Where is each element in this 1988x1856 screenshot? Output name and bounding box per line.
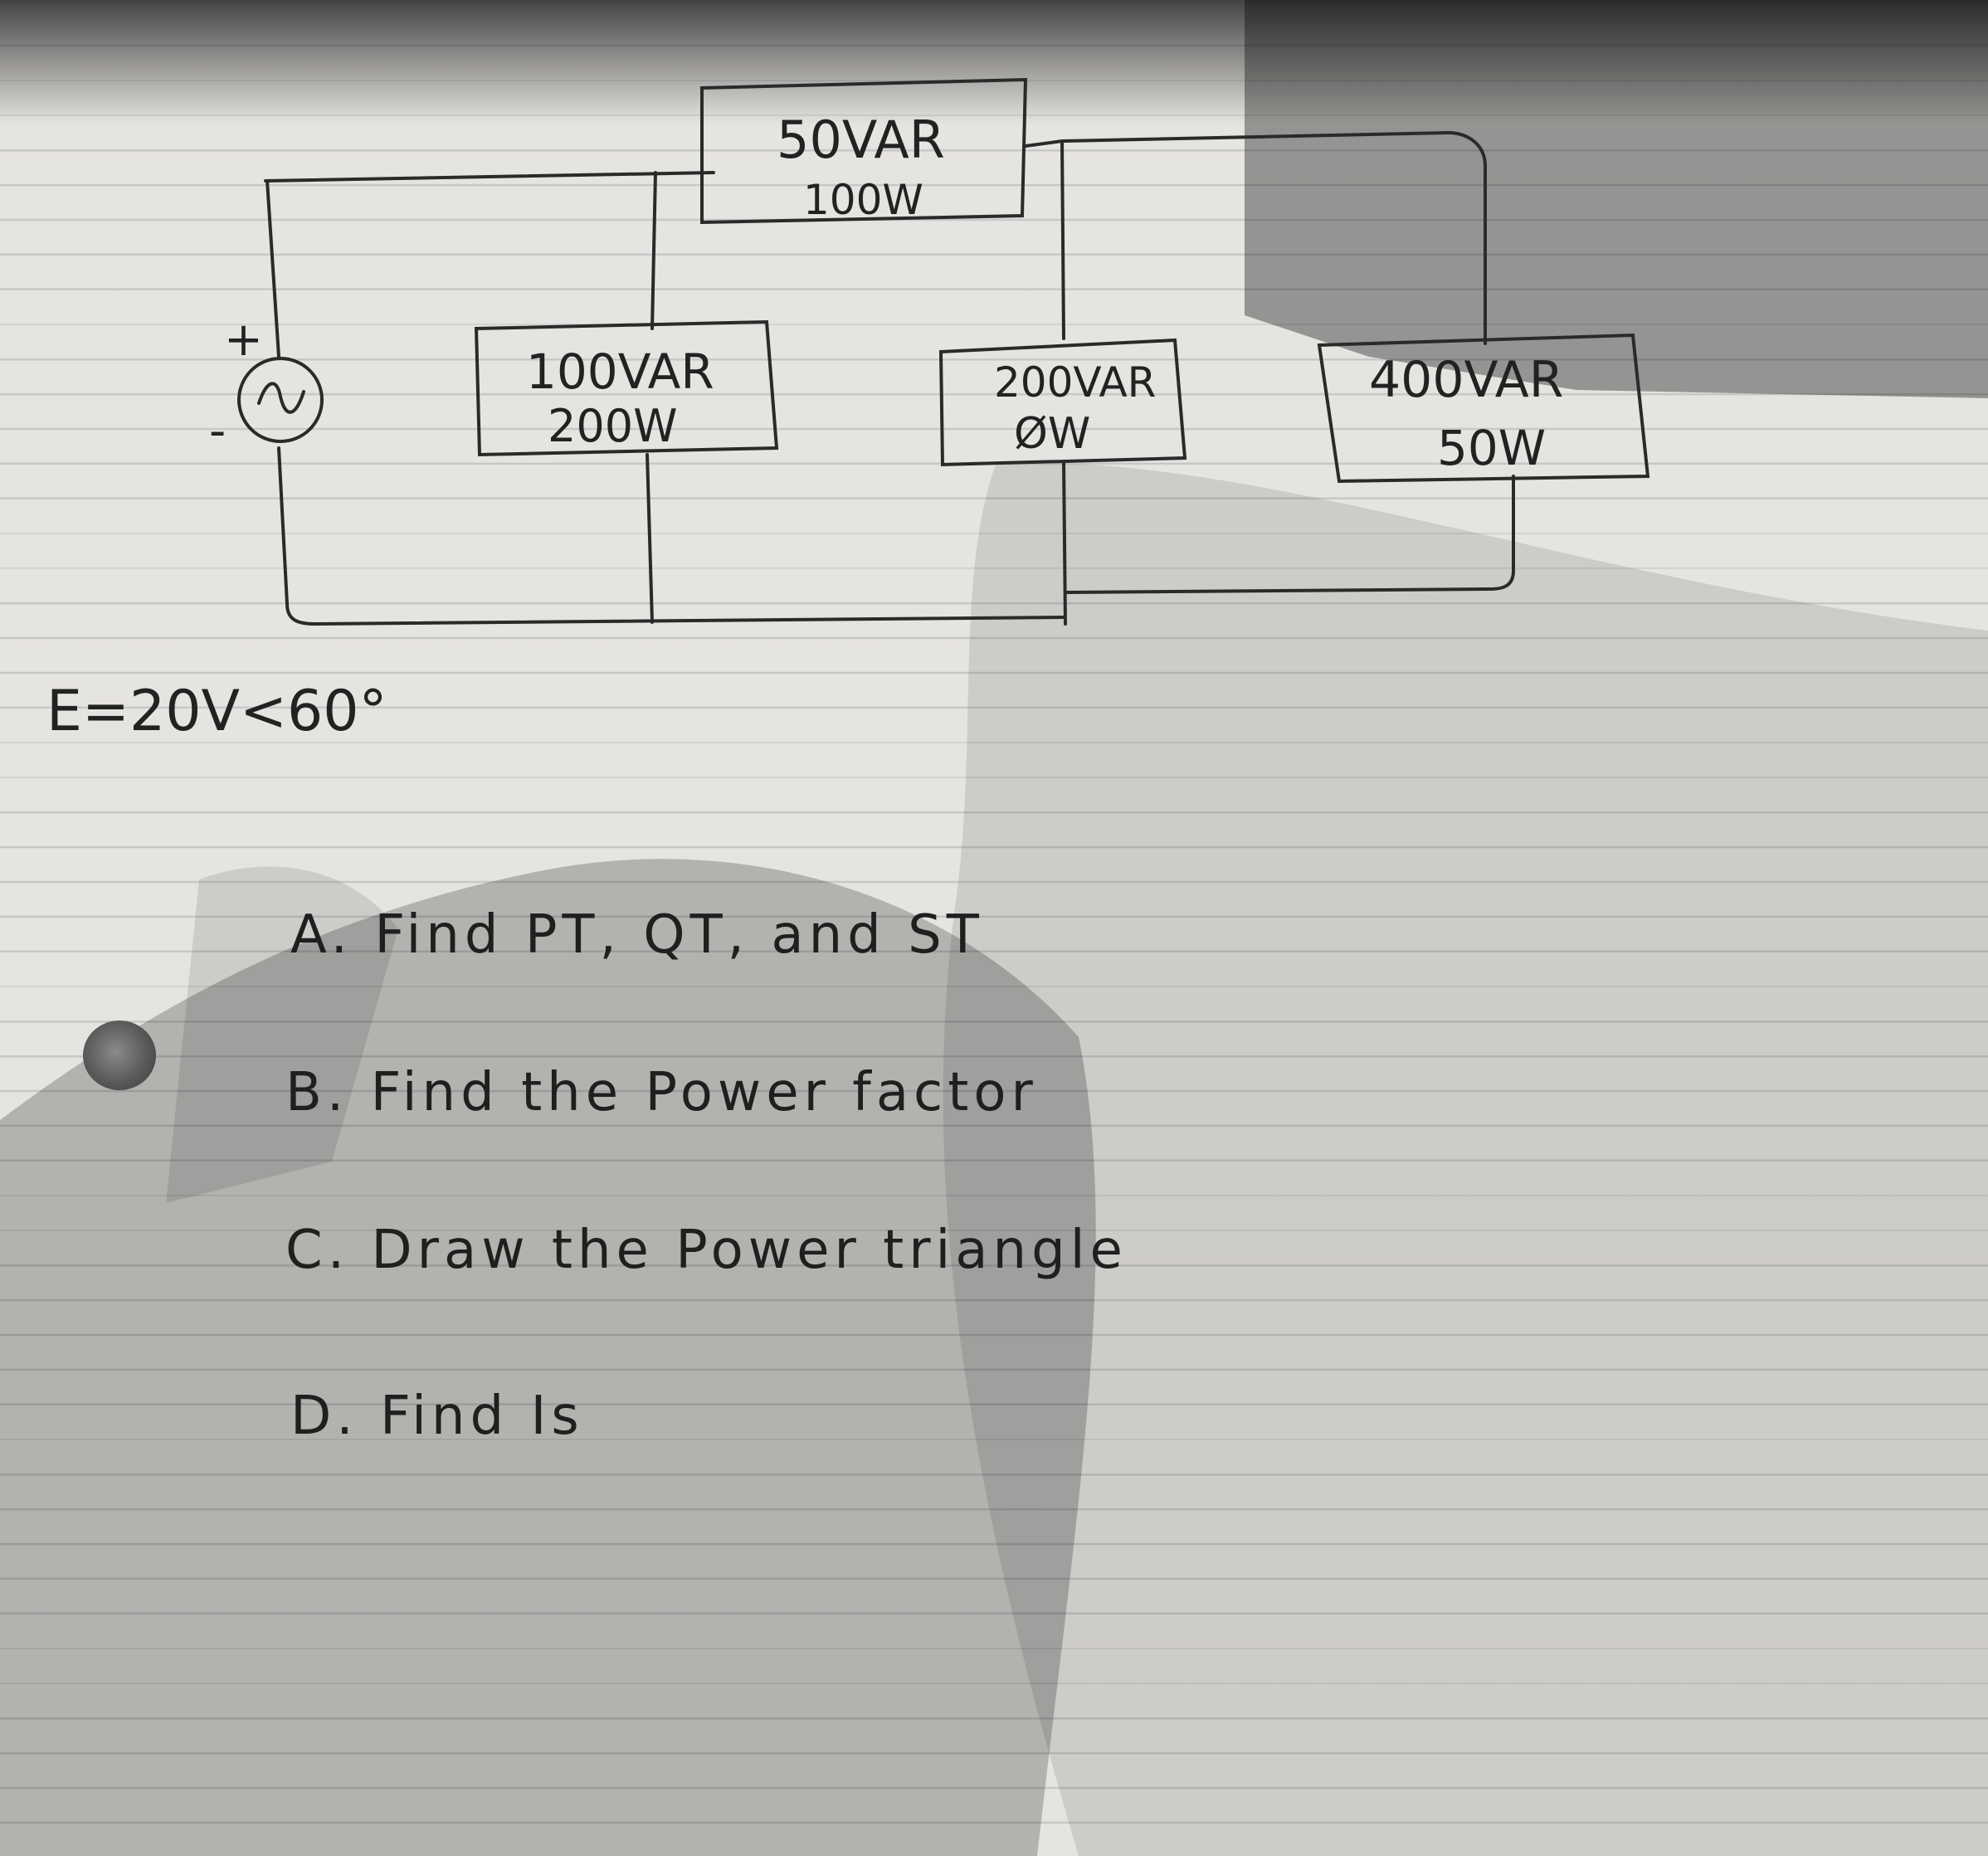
load-50var-watts-label: 100W	[803, 176, 923, 224]
load-200var-var-label: 200VAR	[994, 358, 1156, 407]
binder-hole	[83, 1021, 156, 1090]
source-minus-label: -	[209, 404, 226, 458]
load-100var-var-label: 100VAR	[526, 343, 714, 400]
question-c: C. Draw the Power triangle	[285, 1220, 1128, 1281]
question-b: B. Find the Power factor	[285, 1062, 1038, 1123]
load-400var: 400VAR 50W	[1317, 333, 1650, 484]
load-400var-watts-label: 50W	[1437, 420, 1546, 476]
load-100var: 100VAR 200W	[474, 319, 779, 457]
circuit-wires	[264, 131, 1515, 626]
source-voltage-label: E=20V<60°	[46, 679, 387, 744]
load-50var-var-label: 50VAR	[777, 110, 945, 170]
load-200var-watts-label: ØW	[1014, 409, 1090, 459]
ac-source: + -	[209, 313, 324, 458]
question-d: D. Find Is	[290, 1386, 584, 1447]
load-50var: 50VAR 100W	[700, 77, 1028, 225]
load-200var: 200VAR ØW	[938, 338, 1187, 467]
load-100var-watts-label: 200W	[548, 400, 677, 452]
load-400var-var-label: 400VAR	[1369, 351, 1563, 409]
question-a: A. Find PT, QT, and ST	[290, 904, 984, 966]
source-plus-label: +	[224, 313, 263, 367]
